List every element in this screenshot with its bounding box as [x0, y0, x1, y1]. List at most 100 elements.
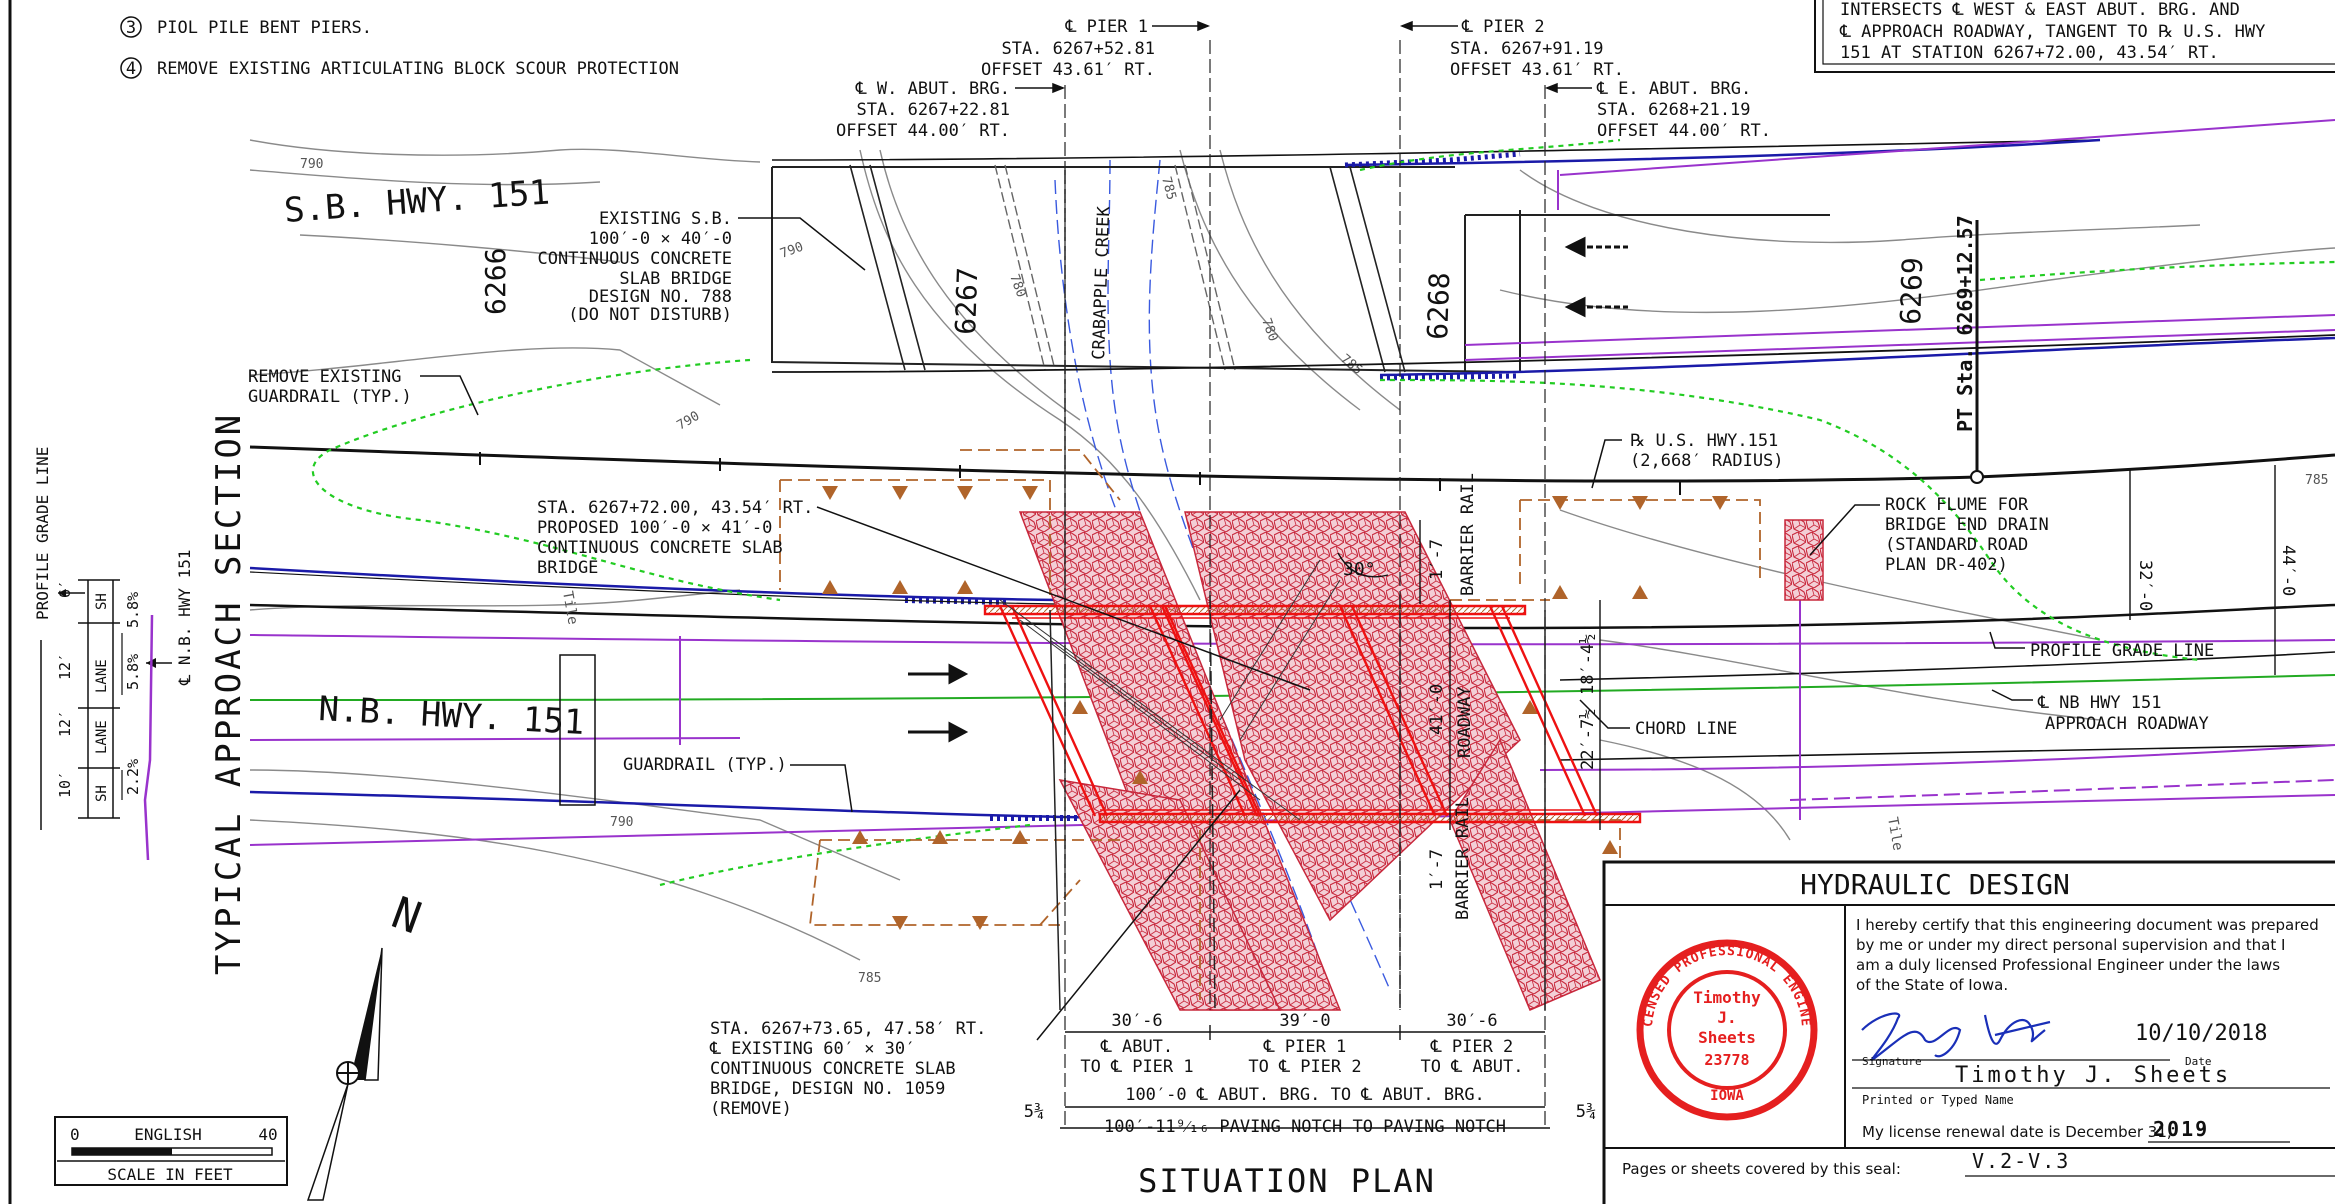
proposed-bridge-callout: STA. 6267+72.00, 43.54′ RT. PROPOSED 100…: [537, 498, 813, 578]
existing-nb-bridge-callout: STA. 6267+73.65, 47.58′ RT. ℄ EXISTING 6…: [709, 1019, 986, 1119]
station-label: 6269: [1894, 257, 1929, 326]
contour-label: 780: [1006, 272, 1028, 299]
svg-text:100′-11⁹⁄₁₆ PAVING NOTCH TO PA: 100′-11⁹⁄₁₆ PAVING NOTCH TO PAVING NOTCH: [1104, 1117, 1506, 1137]
contour-label: 785: [858, 971, 881, 986]
svg-text:ROCK FLUME FOR: ROCK FLUME FOR: [1885, 495, 2029, 515]
width-18-4-label: 18′-4½: [1578, 634, 1598, 695]
svg-text:Signature: Signature: [1862, 1055, 1922, 1068]
contour-label: 790: [300, 157, 323, 172]
svg-text:LANE: LANE: [94, 659, 110, 693]
svg-text:STA. 6268+21.19: STA. 6268+21.19: [1597, 100, 1751, 120]
sb-hwy-label: S.B. HWY. 151: [283, 173, 551, 231]
typical-approach-section: TYPICAL APPROACH SECTION PROFILE GRADE L…: [33, 412, 249, 975]
existing-sb-callout: EXISTING S.B. 100′-0 × 40′-0 CONTINUOUS …: [538, 209, 732, 325]
note-4: 4 REMOVE EXISTING ARTICULATING BLOCK SCO…: [120, 57, 679, 79]
svg-text:STA. 6267+52.81: STA. 6267+52.81: [1001, 39, 1155, 59]
svg-text:151 AT STATION 6267+72.00, 43.: 151 AT STATION 6267+72.00, 43.54′ RT.: [1840, 43, 2219, 63]
svg-text:℄ W. ABUT. BRG.: ℄ W. ABUT. BRG.: [855, 79, 1010, 99]
svg-text:BRIDGE: BRIDGE: [537, 558, 598, 578]
leader-lines: [420, 20, 2033, 1041]
svg-text:℄ APPROACH ROADWAY, TANGENT TO: ℄ APPROACH ROADWAY, TANGENT TO ℞ U.S. HW…: [1839, 22, 2265, 42]
existing-nb-bridge: [999, 40, 1546, 1130]
svg-text:℄ ABUT.: ℄ ABUT.: [1100, 1037, 1173, 1057]
svg-text:OFFSET 43.61′ RT.: OFFSET 43.61′ RT.: [1450, 60, 1624, 80]
svg-text:12′: 12′: [56, 653, 74, 680]
construction-markers: [822, 486, 1728, 930]
barrier-rail-top-label: BARRIER RAIL: [1458, 473, 1478, 596]
svg-text:STA. 6267+91.19: STA. 6267+91.19: [1450, 39, 1604, 59]
svg-text:30′-6: 30′-6: [1446, 1011, 1497, 1031]
guardrail-callout: GUARDRAIL (TYP.): [623, 755, 787, 775]
svg-text:PLAN DR-402): PLAN DR-402): [1885, 555, 2008, 575]
svg-text:TO ℄ ABUT.: TO ℄ ABUT.: [1420, 1057, 1523, 1077]
svg-text:ENGLISH: ENGLISH: [134, 1125, 201, 1144]
contour-label: 785: [1158, 175, 1179, 202]
signature: Signature 10/10/2018 Date: [1852, 1012, 2267, 1068]
hwy-baseline-callout: ℞ U.S. HWY.151 (2,668′ RADIUS): [1630, 431, 1784, 471]
hydraulic-title: HYDRAULIC DESIGN: [1800, 868, 2070, 901]
contour-label: 790: [778, 240, 805, 262]
existing-sb-bridge: [771, 164, 1830, 374]
svg-text:Timothy: Timothy: [1693, 988, 1761, 1007]
width-22-7-label: 22′-7½: [1578, 709, 1598, 770]
svg-text:OFFSET 44.00′ RT.: OFFSET 44.00′ RT.: [836, 121, 1010, 141]
svg-text:OFFSET 44.00′ RT.: OFFSET 44.00′ RT.: [1597, 121, 1771, 141]
note-3: 3 PIOL PILE BENT PIERS.: [120, 16, 372, 38]
tile-label: Tile: [559, 590, 581, 626]
svg-text:Date: Date: [2185, 1055, 2212, 1068]
svg-text:Printed or Typed Name: Printed or Typed Name: [1862, 1093, 2014, 1107]
station-ticks: [479, 452, 1681, 495]
creek-label: CRABAPPLE CREEK: [1089, 205, 1114, 360]
svg-text:5¾: 5¾: [1024, 1102, 1044, 1122]
grading-limits: [311, 138, 2335, 887]
svg-text:℄ EXISTING 60′ × 30′: ℄ EXISTING 60′ × 30′: [709, 1039, 915, 1059]
pages-covered-text: Pages or sheets covered by this seal:: [1622, 1160, 1901, 1178]
svg-text:am a duly licensed Professiona: am a duly licensed Professional Engineer…: [1856, 956, 2280, 974]
svg-text:REMOVE EXISTING ARTICULATING B: REMOVE EXISTING ARTICULATING BLOCK SCOUR…: [157, 59, 679, 79]
svg-text:SH: SH: [94, 593, 110, 610]
contour-label: 785: [2305, 473, 2328, 488]
svg-text:39′-0: 39′-0: [1279, 1011, 1330, 1031]
svg-text:(STANDARD ROAD: (STANDARD ROAD: [1885, 535, 2028, 555]
svg-text:I hereby certify that this eng: I hereby certify that this engineering d…: [1856, 916, 2319, 934]
alignment-note-box: INTERSECTS ℄ WEST & EAST ABUT. BRG. AND …: [1814, 0, 2335, 73]
svg-text:BRIDGE, DESIGN NO. 1059: BRIDGE, DESIGN NO. 1059: [710, 1079, 945, 1099]
nb-hwy-label: N.B. HWY. 151: [318, 689, 586, 743]
svg-text:CONTINUOUS CONCRETE SLAB: CONTINUOUS CONCRETE SLAB: [537, 538, 783, 558]
hwy-baseline: [249, 220, 2335, 630]
proposed-bridge: [983, 604, 1642, 824]
contour-label: 790: [675, 409, 703, 434]
svg-text:23778: 23778: [1704, 1051, 1749, 1069]
rock-flume-callout: ROCK FLUME FOR BRIDGE END DRAIN (STANDAR…: [1885, 495, 2049, 575]
construction-limits: [779, 449, 1761, 1000]
station-label: 6267: [949, 267, 984, 336]
typical-section-title: TYPICAL APPROACH SECTION: [209, 412, 249, 975]
svg-text:GUARDRAIL (TYP.): GUARDRAIL (TYP.): [248, 387, 412, 407]
station-label: 6268: [1421, 272, 1456, 341]
w-abut-callout: ℄ W. ABUT. BRG. STA. 6267+22.81 OFFSET 4…: [836, 79, 1010, 141]
dimension-lines: [1060, 465, 2276, 1129]
signature-date: 10/10/2018: [2135, 1021, 2267, 1046]
svg-text:DESIGN NO. 788: DESIGN NO. 788: [589, 287, 732, 307]
svg-text:N: N: [385, 887, 427, 944]
svg-text:℄ PIER 2: ℄ PIER 2: [1430, 1037, 1514, 1057]
svg-text:STA. 6267+73.65, 47.58′ RT.: STA. 6267+73.65, 47.58′ RT.: [710, 1019, 986, 1039]
pier2-callout: ℄ PIER 2 STA. 6267+91.19 OFFSET 43.61′ R…: [1450, 17, 1624, 80]
svg-text:℄ PIER 1: ℄ PIER 1: [1064, 17, 1148, 37]
scale-bar: 0 ENGLISH 40 SCALE IN FEET: [54, 1116, 288, 1186]
svg-text:PIOL PILE BENT PIERS.: PIOL PILE BENT PIERS.: [157, 18, 372, 38]
contour-label: 780: [1258, 316, 1280, 343]
north-arrow: N: [306, 887, 428, 1201]
svg-text:℄ NB HWY 151: ℄ NB HWY 151: [2037, 693, 2162, 713]
svg-text:OFFSET 43.61′ RT.: OFFSET 43.61′ RT.: [981, 60, 1155, 80]
pt-station-label: PT Sta. 6269+12.57: [1953, 215, 1977, 432]
width-41-label: 41′-0: [1427, 684, 1447, 735]
svg-text:CONTINUOUS CONCRETE: CONTINUOUS CONCRETE: [538, 249, 732, 269]
svg-text:40: 40: [258, 1125, 277, 1144]
svg-text:10′: 10′: [56, 771, 74, 798]
svg-text:5.8%: 5.8%: [124, 592, 142, 628]
span-dimensions: 30′-6 39′-0 30′-6 ℄ ABUT. TO ℄ PIER 1 ℄ …: [1024, 1011, 1596, 1137]
svg-text:J.: J.: [1717, 1008, 1736, 1027]
chord-line-callout: CHORD LINE: [1635, 719, 1737, 739]
